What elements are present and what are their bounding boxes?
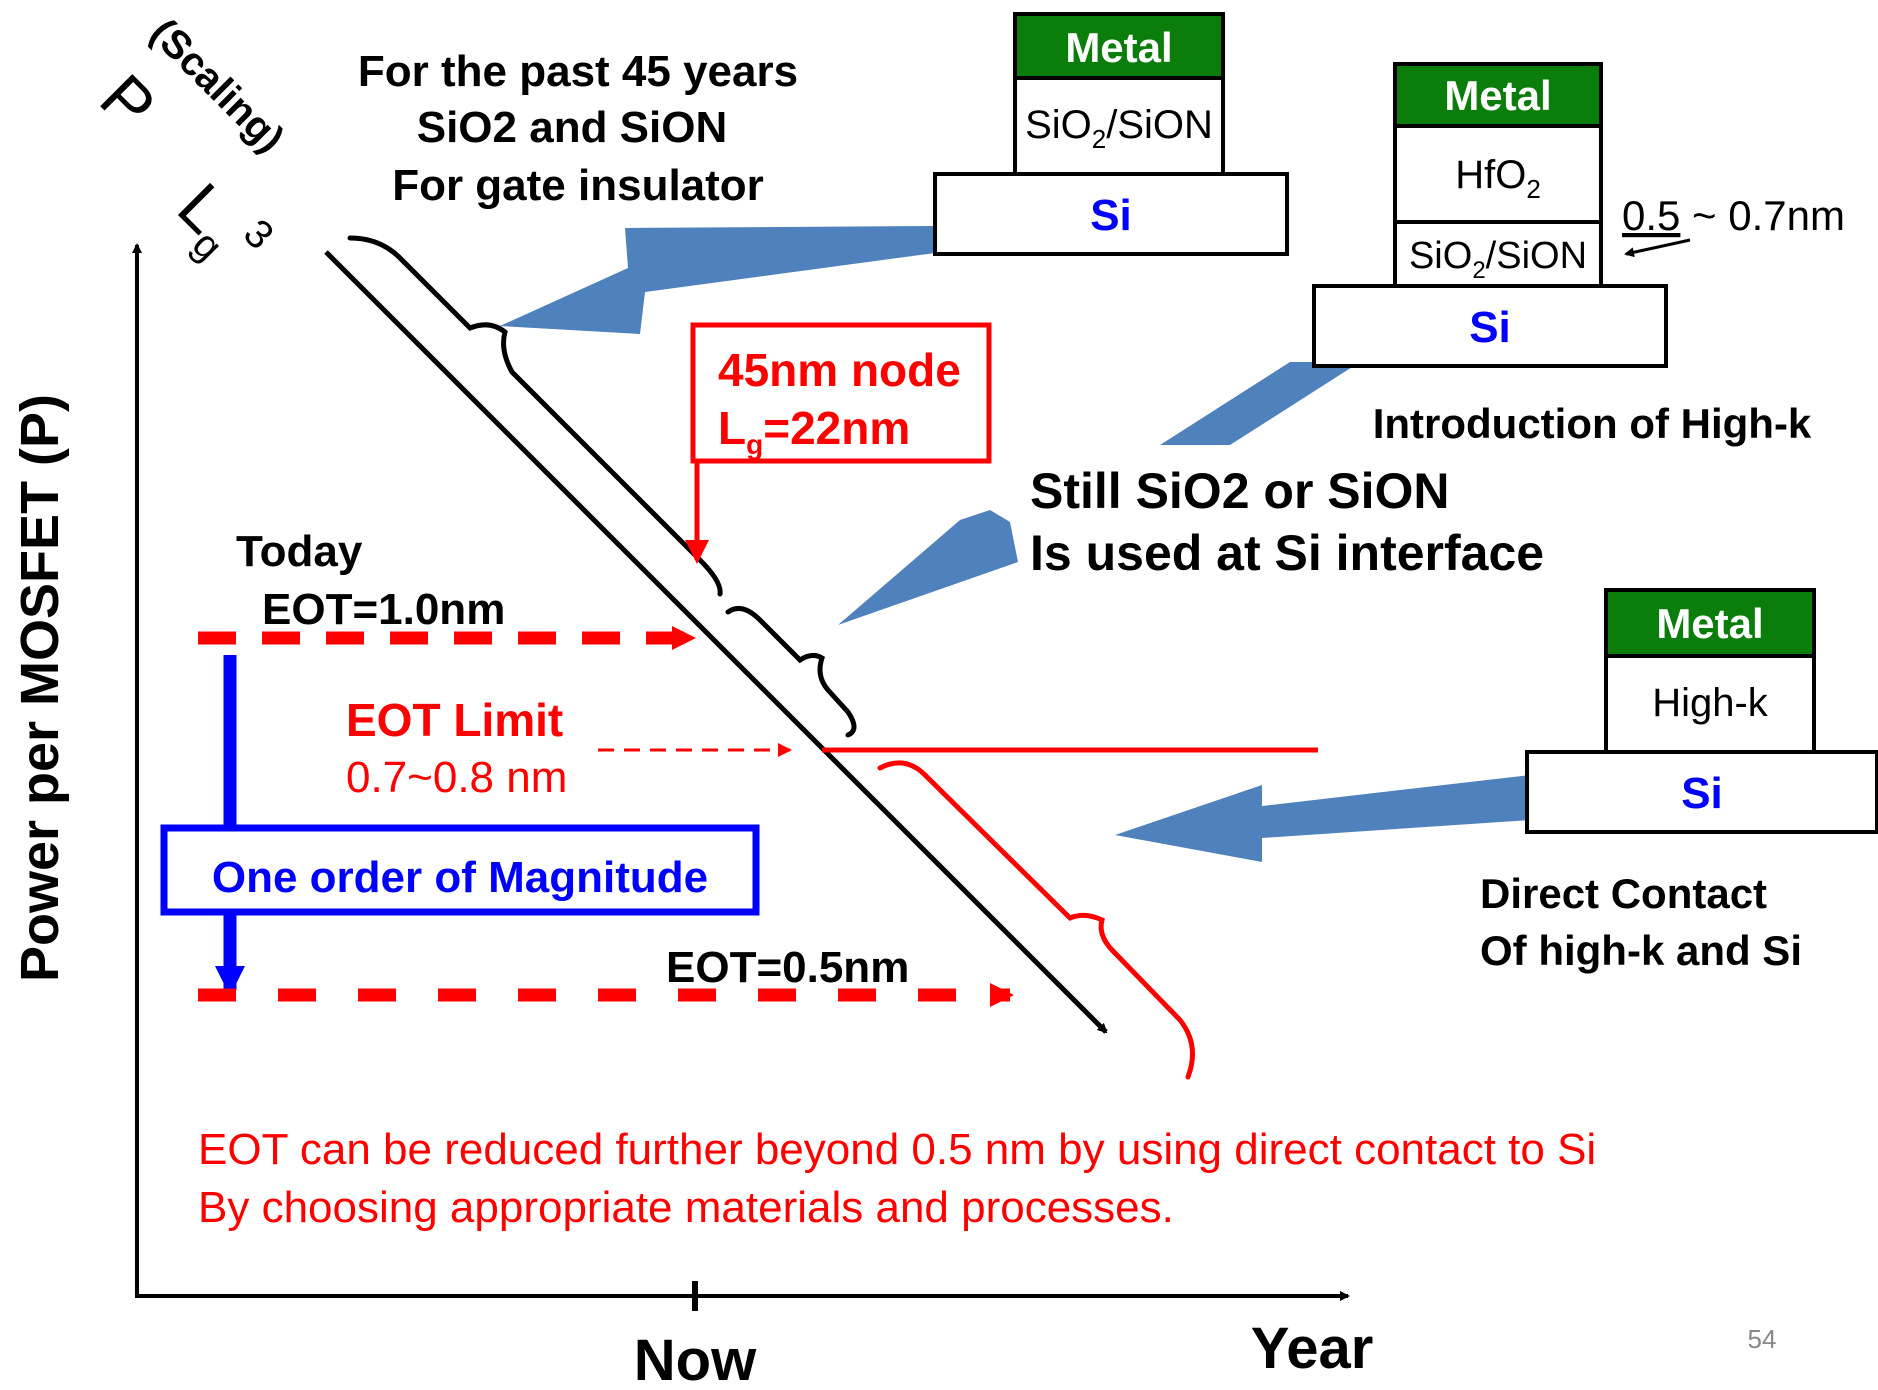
- eot-limit-label: EOT Limit: [346, 694, 563, 746]
- stack2-interface-label: SiO2/SiON: [1409, 235, 1587, 284]
- scaling-p: P: [87, 60, 170, 143]
- x-axis-year-label: Year: [1251, 1316, 1374, 1381]
- stack-hfo2: Metal HfO2 SiO2/SiON Si 0.5 ~ 0.7nm Intr…: [1312, 62, 1845, 447]
- stack2-caption: Introduction of High-k: [1373, 400, 1812, 447]
- stack3-metal-label: Metal: [1656, 600, 1763, 647]
- stack2-thickness-label: 0.5 ~ 0.7nm: [1622, 192, 1845, 239]
- x-axis-now-label: Now: [634, 1328, 757, 1385]
- sio2-era-brace: [347, 235, 723, 597]
- stack1-metal-label: Metal: [1065, 24, 1172, 71]
- node-box-line2: Lg=22nm: [718, 402, 910, 460]
- interface-note-line1: Still SiO2 or SiON: [1030, 463, 1450, 519]
- stack3-highk-layer: [1604, 654, 1816, 754]
- stack3-si-label: Si: [1681, 769, 1723, 818]
- eot-limit-value: 0.7~0.8 nm: [346, 753, 567, 802]
- history-line3: For gate insulator: [392, 161, 764, 210]
- eot-05-label: EOT=0.5nm: [666, 943, 909, 992]
- stack2-metal-label: Metal: [1444, 72, 1551, 119]
- arrow-sio2-stack: [500, 226, 935, 334]
- stack1-insulator-label: SiO2/SiON: [1025, 103, 1213, 154]
- today-group: Today EOT=1.0nm: [198, 527, 696, 650]
- stack3-caption-line1: Direct Contact: [1480, 870, 1767, 917]
- today-eot-label: EOT=1.0nm: [262, 585, 505, 634]
- magnitude-box-label: One order of Magnitude: [212, 853, 708, 902]
- stack-highk: Metal High-k Si Direct Contact Of high-k…: [1480, 588, 1878, 974]
- axes: Power per MOSFET (P) Now Year: [10, 243, 1374, 1390]
- interface-brace: [725, 605, 857, 738]
- today-label: Today: [236, 527, 363, 576]
- stack1-insulator-layer: [1013, 76, 1225, 176]
- stack2-hfo2-label: HfO2: [1455, 153, 1541, 204]
- stack1-si-label: Si: [1090, 191, 1132, 240]
- stack2-si-layer: [1312, 284, 1668, 368]
- stack3-si-layer: [1525, 750, 1878, 834]
- stack1-si-layer: [933, 172, 1289, 256]
- stack2-interface-layer: [1393, 220, 1603, 288]
- y-axis-label: Power per MOSFET (P): [10, 394, 70, 982]
- stack2-metal-layer: [1393, 62, 1603, 128]
- stack2-si-label: Si: [1469, 303, 1511, 352]
- power-trend-line: [324, 250, 1108, 1034]
- magnitude-box-frame: [160, 824, 760, 916]
- stack2-hfo2-layer: [1393, 124, 1603, 224]
- history-line2: SiO2 and SiON: [417, 103, 728, 152]
- eot-05-group: EOT=0.5nm: [198, 943, 1014, 1007]
- arrow-interface-note: [838, 510, 1018, 625]
- footer-note-line1: EOT can be reduced further beyond 0.5 nm…: [198, 1125, 1596, 1174]
- eot-limit-group: EOT Limit 0.7~0.8 nm: [346, 694, 1318, 802]
- node-box-frame: [690, 322, 992, 464]
- footer-note-line2: By choosing appropriate materials and pr…: [198, 1183, 1174, 1232]
- node-box: 45nm node Lg=22nm: [685, 322, 992, 564]
- arrow-highk-stack: [1115, 775, 1530, 862]
- direct-contact-brace: [877, 760, 1195, 1080]
- stack3-caption-line2: Of high-k and Si: [1480, 927, 1802, 974]
- slide-number: 54: [1748, 1324, 1777, 1354]
- history-note: For the past 45 years SiO2 and SiON For …: [358, 47, 798, 210]
- node-box-line1: 45nm node: [718, 344, 961, 396]
- interface-note-line2: Is used at Si interface: [1030, 525, 1544, 581]
- history-line1: For the past 45 years: [358, 47, 798, 96]
- stack3-highk-label: High-k: [1652, 681, 1769, 725]
- stack2-thickness-pointer: [1624, 238, 1691, 258]
- arrow-hfo2-stack: [1160, 362, 1360, 445]
- stack-sio2: Metal SiO2/SiON Si: [933, 12, 1289, 256]
- magnitude-group: One order of Magnitude: [160, 655, 760, 996]
